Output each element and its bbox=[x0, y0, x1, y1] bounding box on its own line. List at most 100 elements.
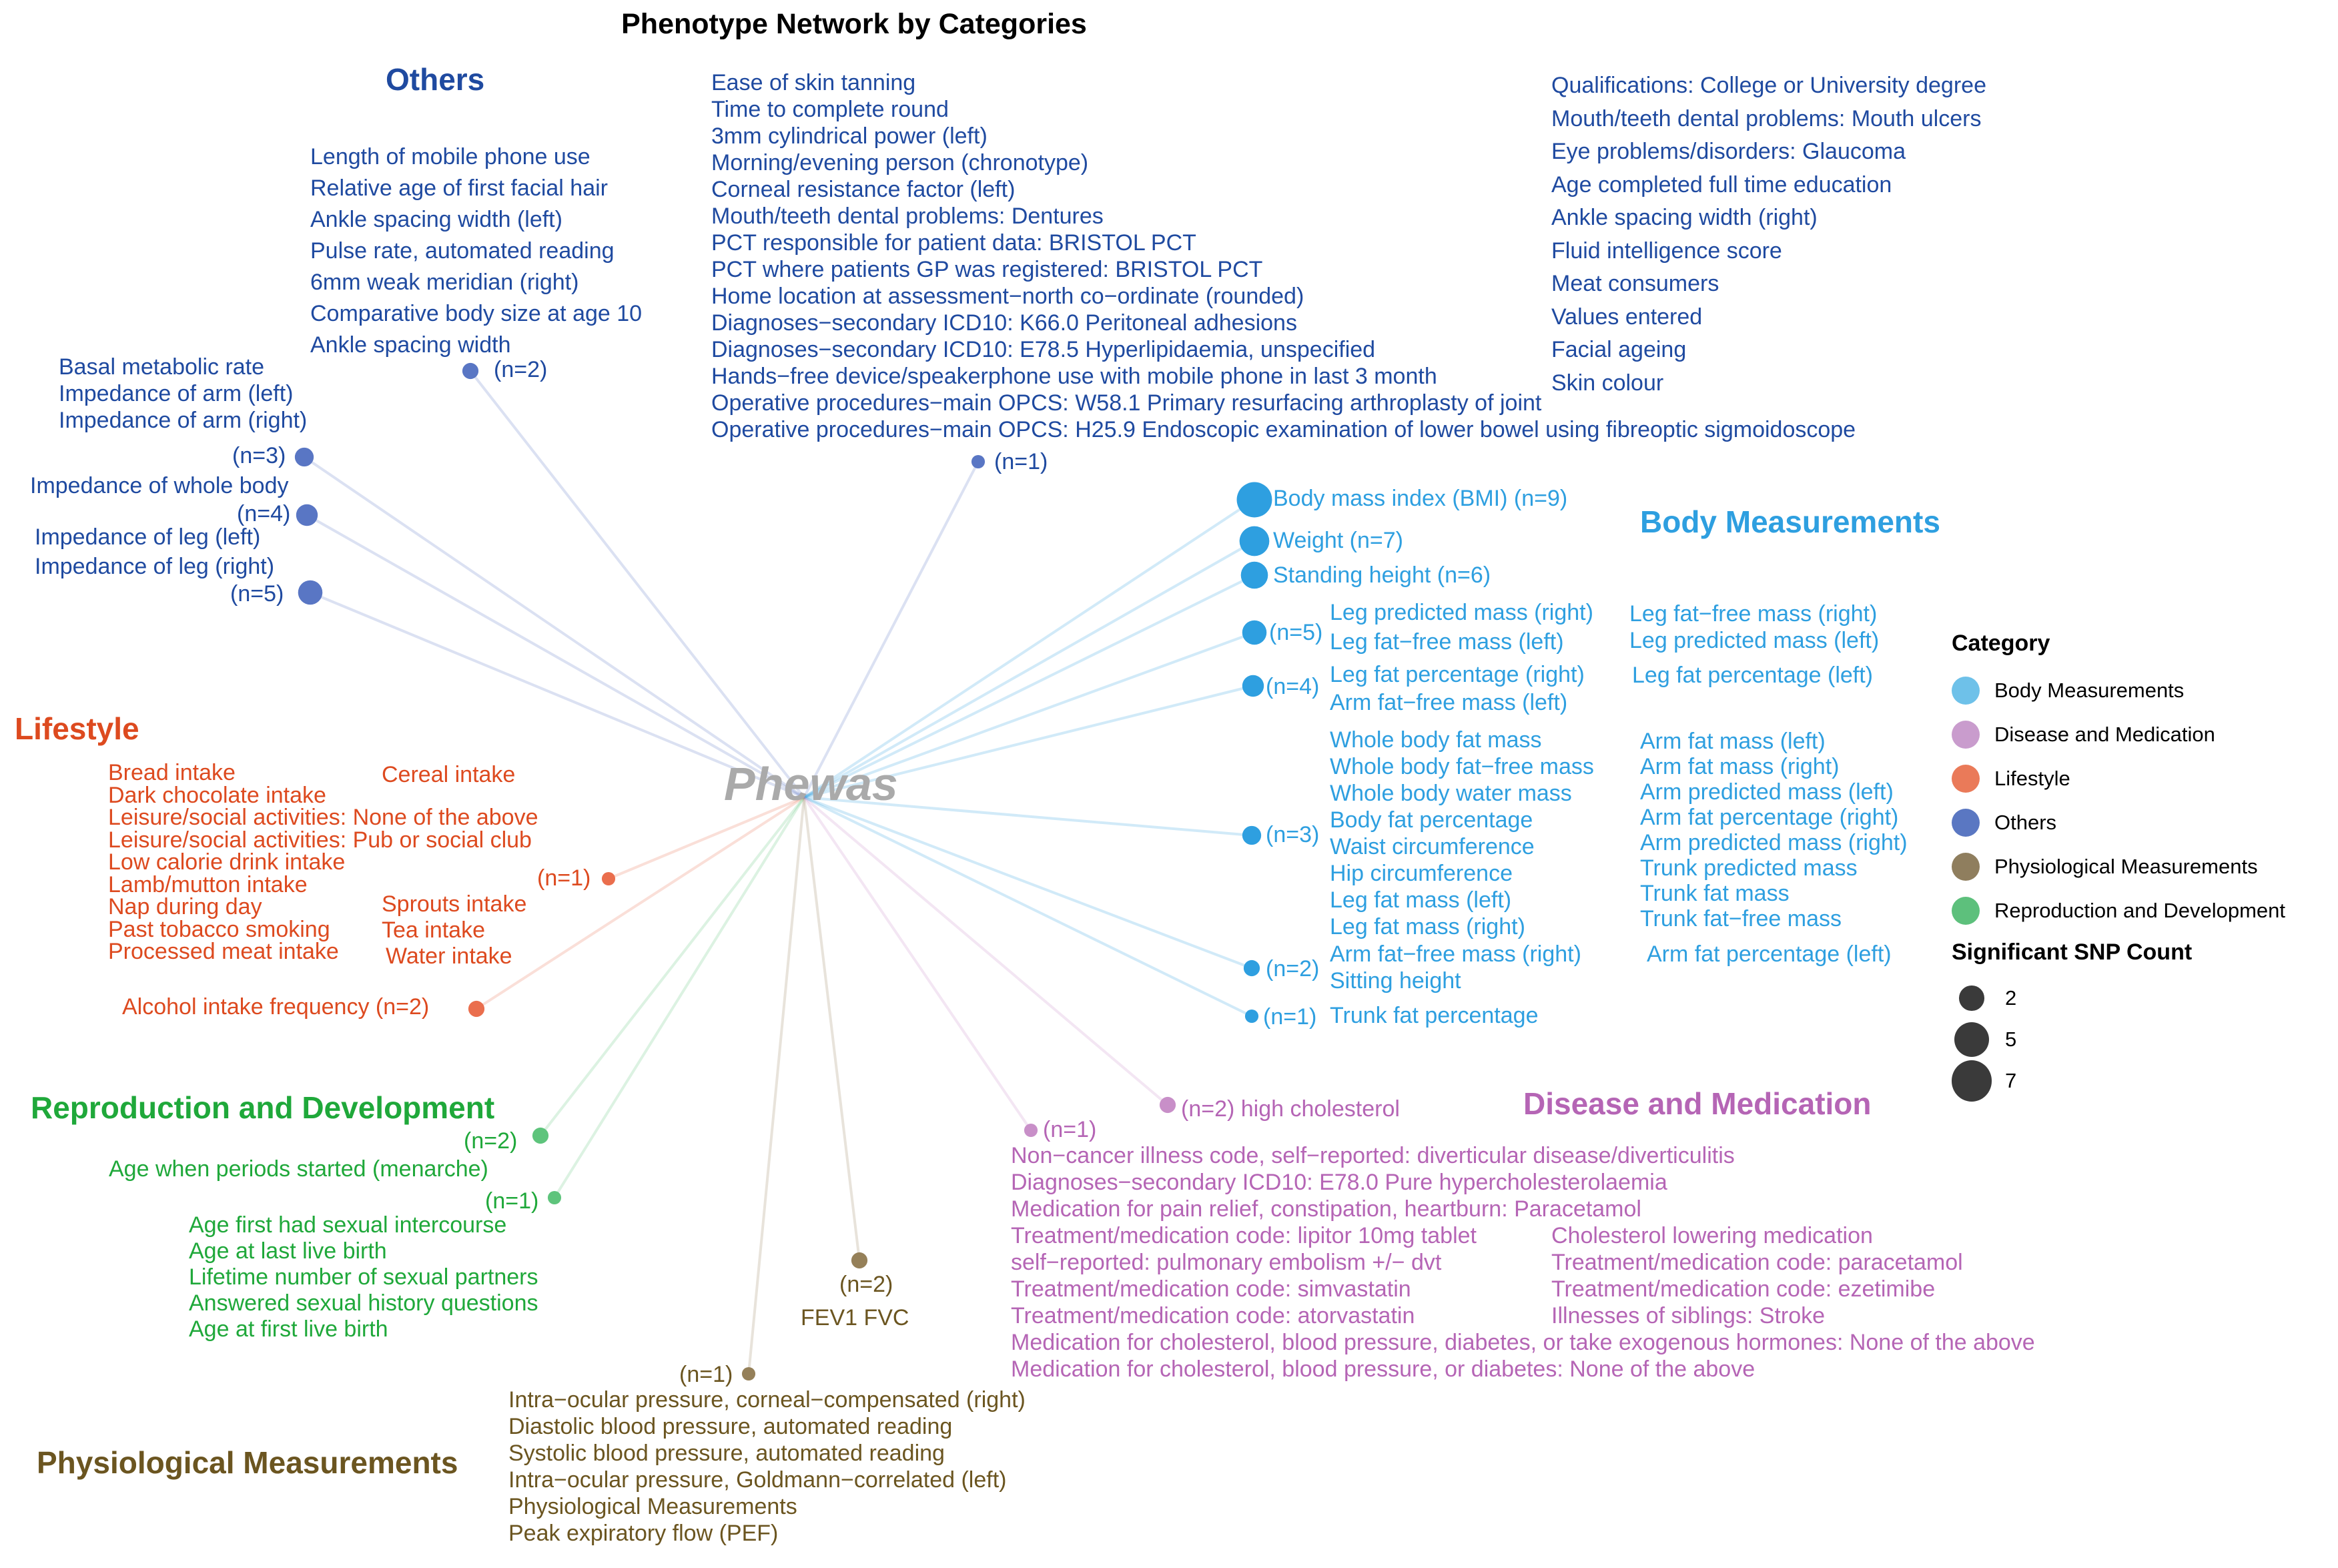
edge-body-n3 bbox=[803, 796, 1252, 837]
body-height-label: Standing height (n=6) bbox=[1273, 562, 1491, 588]
phenotype-label: PCT responsible for patient data: BRISTO… bbox=[711, 230, 1196, 256]
phenotype-label: Leg predicted mass (right) bbox=[1330, 600, 1593, 625]
legend-size-item: 5 bbox=[1952, 1019, 2285, 1060]
phenotype-label: Nap during day bbox=[108, 894, 262, 919]
legend-size-item: 7 bbox=[1952, 1060, 2285, 1102]
phenotype-label: Eye problems/disorders: Glaucoma bbox=[1551, 139, 1906, 164]
phenotype-label: Values entered bbox=[1551, 304, 1703, 330]
others-n3-list: Basal metabolic rate Impedance of arm (l… bbox=[59, 354, 307, 434]
phenotype-label: Diagnoses−secondary ICD10: E78.0 Pure hy… bbox=[1011, 1170, 1667, 1195]
edge-body-bmi bbox=[803, 498, 1256, 799]
center-hub-label: Phewas bbox=[724, 758, 898, 810]
physio-n1-count: (n=1) bbox=[679, 1362, 733, 1387]
phenotype-label: Skin colour bbox=[1551, 370, 1664, 396]
phenotype-label: Arm predicted mass (right) bbox=[1640, 830, 1908, 855]
phenotype-label: Intra−ocular pressure, corneal−compensat… bbox=[508, 1387, 1026, 1413]
phenotype-label: Qualifications: College or University de… bbox=[1551, 73, 1986, 98]
edge-body-n2 bbox=[803, 796, 1252, 969]
phenotype-label: Treatment/medication code: lipitor 10mg … bbox=[1011, 1223, 1477, 1248]
phenotype-label: Whole body fat mass bbox=[1330, 727, 1542, 753]
legend-item: Body Measurements bbox=[1952, 669, 2285, 713]
edge-body-n4 bbox=[803, 685, 1254, 799]
legend-item: Reproduction and Development bbox=[1952, 889, 2285, 933]
phenotype-label: Operative procedures−main OPCS: W58.1 Pr… bbox=[711, 390, 1542, 416]
body-n2-count: (n=2) bbox=[1266, 956, 1320, 982]
others-n5-list: Impedance of leg (left) Impedance of leg… bbox=[35, 522, 274, 581]
phenotype-label: Impedance of leg (right) bbox=[35, 554, 275, 579]
legend-swatch bbox=[1952, 809, 1980, 837]
edge-repro-n2 bbox=[539, 796, 805, 1137]
lifestyle-n2-label: Alcohol intake frequency (n=2) bbox=[122, 994, 430, 1020]
phenotype-label: Intra−ocular pressure, Goldmann−correlat… bbox=[508, 1467, 1007, 1493]
legend-label: Body Measurements bbox=[1994, 679, 2185, 702]
node-lifestyle-n1 bbox=[601, 871, 616, 886]
phenotype-label: Treatment/medication code: atorvastatin bbox=[1011, 1303, 1415, 1328]
body-n4-col2: Leg fat percentage (left) bbox=[1632, 662, 1873, 689]
phenotype-label: Trunk fat−free mass bbox=[1640, 906, 1842, 931]
phenotype-label: Hip circumference bbox=[1330, 861, 1513, 886]
category-heading-body: Body Measurements bbox=[1640, 504, 1940, 539]
phenotype-label: Home location at assessment−north co−ord… bbox=[711, 284, 1304, 309]
legend-size-circle bbox=[1954, 1022, 1989, 1057]
phenotype-label: Hands−free device/speakerphone use with … bbox=[711, 364, 1437, 389]
phenotype-label: Lamb/mutton intake bbox=[108, 871, 308, 897]
phenotype-label: Age at first live birth bbox=[189, 1316, 388, 1342]
node-others-n2 bbox=[462, 362, 479, 380]
phenotype-label: Leg fat−free mass (right) bbox=[1629, 601, 1878, 627]
body-n1-count: (n=1) bbox=[1263, 1004, 1317, 1030]
others-n4-count: (n=4) bbox=[237, 501, 291, 526]
body-n5-col1: Leg predicted mass (right) Leg fat−free … bbox=[1330, 598, 1593, 657]
disease-n1-count: (n=1) bbox=[1043, 1117, 1097, 1142]
legend-size-circle bbox=[1952, 1060, 1992, 1102]
phenotype-label: Whole body fat−free mass bbox=[1330, 754, 1594, 779]
node-body-n3 bbox=[1242, 825, 1262, 845]
body-n5-count: (n=5) bbox=[1269, 620, 1323, 645]
body-n2-col1: Arm fat−free mass (right) Sitting height bbox=[1330, 941, 1581, 994]
phenotype-label: Meat consumers bbox=[1551, 271, 1719, 296]
phenotype-label: Relative age of first facial hair bbox=[310, 175, 608, 201]
disease-n1-list: Non−cancer illness code, self−reported: … bbox=[1011, 1142, 2035, 1383]
phenotype-label: Systolic blood pressure, automated readi… bbox=[508, 1441, 945, 1466]
body-n4-col1: Leg fat percentage (right) Arm fat−free … bbox=[1330, 661, 1585, 717]
phenotype-label: Past tobacco smoking bbox=[108, 916, 330, 942]
repro-n1-count: (n=1) bbox=[485, 1188, 539, 1214]
phenotype-label: Length of mobile phone use bbox=[310, 144, 591, 169]
edge-lifestyle-n2 bbox=[475, 796, 805, 1010]
phenotype-label: Arm fat mass (left) bbox=[1640, 729, 1826, 754]
phenotype-label: Non−cancer illness code, self−reported: … bbox=[1011, 1143, 1735, 1168]
phenotype-label: Medication for cholesterol, blood pressu… bbox=[1011, 1330, 2035, 1355]
legend-swatch bbox=[1952, 897, 1980, 925]
edge-body-n5 bbox=[803, 631, 1255, 799]
legend-size-label: 2 bbox=[2005, 986, 2017, 1010]
phenotype-label: Age at last live birth bbox=[189, 1238, 387, 1264]
phenotype-label: Cholesterol lowering medication bbox=[1551, 1223, 1873, 1248]
edge-body-height bbox=[803, 574, 1255, 799]
edge-repro-n1 bbox=[553, 796, 805, 1199]
edge-body-weight bbox=[803, 540, 1255, 799]
category-heading-repro: Reproduction and Development bbox=[31, 1090, 495, 1125]
phenotype-label: Ankle spacing width (right) bbox=[1551, 205, 1818, 230]
phenotype-label: Answered sexual history questions bbox=[189, 1290, 538, 1316]
phenotype-label: Body fat percentage bbox=[1330, 807, 1533, 833]
others-n2-count: (n=2) bbox=[494, 357, 548, 382]
body-n2-col2: Arm fat percentage (left) bbox=[1647, 941, 1892, 967]
lifestyle-col1: Bread intake Dark chocolate intake Leisu… bbox=[108, 761, 538, 963]
legend-label: Physiological Measurements bbox=[1994, 855, 2258, 878]
phenotype-label: Impedance of arm (left) bbox=[59, 381, 294, 406]
phenotype-label: Impedance of arm (right) bbox=[59, 408, 308, 433]
category-heading-lifestyle: Lifestyle bbox=[15, 711, 139, 746]
legend-size-circle bbox=[1959, 986, 1984, 1011]
phenotype-label: Sitting height bbox=[1330, 968, 1461, 994]
legend-label: Lifestyle bbox=[1994, 767, 2070, 790]
legend-size-title: Significant SNP Count bbox=[1952, 939, 2193, 965]
node-body-n1 bbox=[1244, 1009, 1259, 1024]
phenotype-label: Arm predicted mass (left) bbox=[1640, 779, 1894, 805]
legend-swatch bbox=[1952, 853, 1980, 881]
body-bmi-label: Body mass index (BMI) (n=9) bbox=[1273, 486, 1568, 511]
phenotype-label: Peak expiratory flow (PEF) bbox=[508, 1521, 779, 1546]
phenotype-label: Comparative body size at age 10 bbox=[310, 301, 643, 326]
body-n3-count: (n=3) bbox=[1266, 822, 1320, 847]
phenotype-label: Arm fat mass (right) bbox=[1640, 754, 1840, 779]
body-n3-col1: Whole body fat mass Whole body fat−free … bbox=[1330, 727, 1594, 940]
